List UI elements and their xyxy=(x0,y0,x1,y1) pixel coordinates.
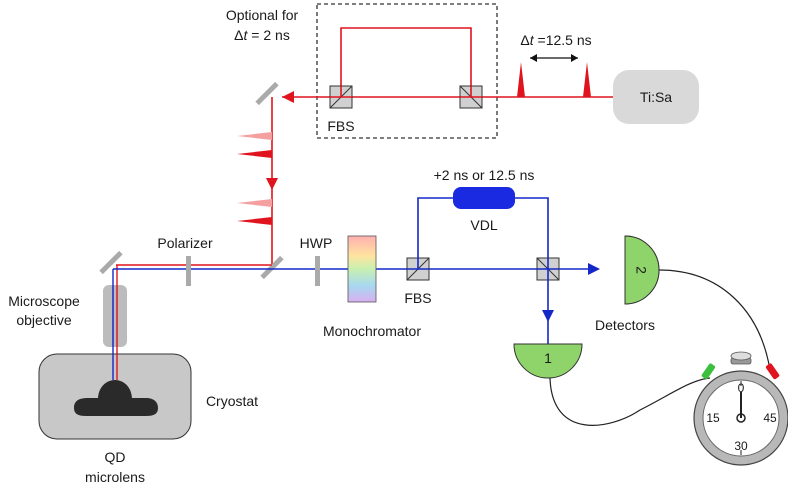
optional-delay-loop xyxy=(340,27,472,96)
vdl xyxy=(453,187,515,209)
pulse-2 xyxy=(583,62,591,97)
optional-box xyxy=(316,3,498,139)
optional-label-line1: Optional for xyxy=(226,7,299,23)
blue-arrow-down xyxy=(542,310,554,322)
detector-1-label: 1 xyxy=(544,350,552,366)
dial-15: 15 xyxy=(706,411,720,425)
polarizer-label: Polarizer xyxy=(157,235,213,251)
blue-arrow-right xyxy=(588,263,600,275)
microscope-label-line1: Microscope xyxy=(8,293,80,309)
fbs-top-label: FBS xyxy=(327,118,354,134)
mirror-lower-right xyxy=(260,255,284,280)
hwp-label: HWP xyxy=(300,235,333,251)
bs-bottom-right xyxy=(536,257,560,281)
tisa-laser xyxy=(613,70,699,124)
hwp xyxy=(315,256,320,286)
pulse-pair-2-b xyxy=(237,217,272,225)
monochromator-label: Monochromator xyxy=(323,323,421,339)
dial-30: 30 xyxy=(734,439,748,453)
pulse-pair-1-a xyxy=(237,132,272,140)
qd-label-line2: microlens xyxy=(85,469,145,485)
pulse-pair-2-a xyxy=(237,199,272,207)
dt-label: Δt =12.5 ns xyxy=(520,32,591,48)
pulse-1 xyxy=(517,62,525,97)
detector-2-label: 2 xyxy=(633,266,649,274)
red-beam-arrow-left xyxy=(282,91,294,103)
qd-label-line1: QD xyxy=(105,449,126,465)
monochromator xyxy=(347,235,377,303)
dial-45: 45 xyxy=(763,411,777,425)
qd-microlens xyxy=(74,380,158,416)
fbs-top-right xyxy=(459,85,483,109)
microscope-objective xyxy=(103,285,127,347)
vdl-label: VDL xyxy=(470,217,497,233)
red-beam-arrow-down xyxy=(266,178,278,190)
detectors-label: Detectors xyxy=(595,317,655,333)
delay-label: +2 ns or 12.5 ns xyxy=(434,167,535,183)
cryostat-label: Cryostat xyxy=(206,393,258,409)
mirror-top xyxy=(255,81,279,106)
pulse-pair-1-b xyxy=(237,150,272,158)
stopwatch xyxy=(693,351,788,466)
tisa-label: Ti:Sa xyxy=(640,89,672,105)
microscope-label-line2: objective xyxy=(16,312,71,328)
fbs-top-left xyxy=(329,85,353,109)
fbs-bottom-label: FBS xyxy=(404,290,431,306)
optional-label-line2: Δt = 2 ns xyxy=(234,27,290,43)
cable-detector-1 xyxy=(549,377,711,426)
cable-detector-2 xyxy=(658,269,771,371)
detector-1 xyxy=(513,343,583,379)
polarizer xyxy=(186,256,191,286)
dial-0: 0 xyxy=(738,381,745,395)
mirror-lower-left xyxy=(99,250,123,275)
